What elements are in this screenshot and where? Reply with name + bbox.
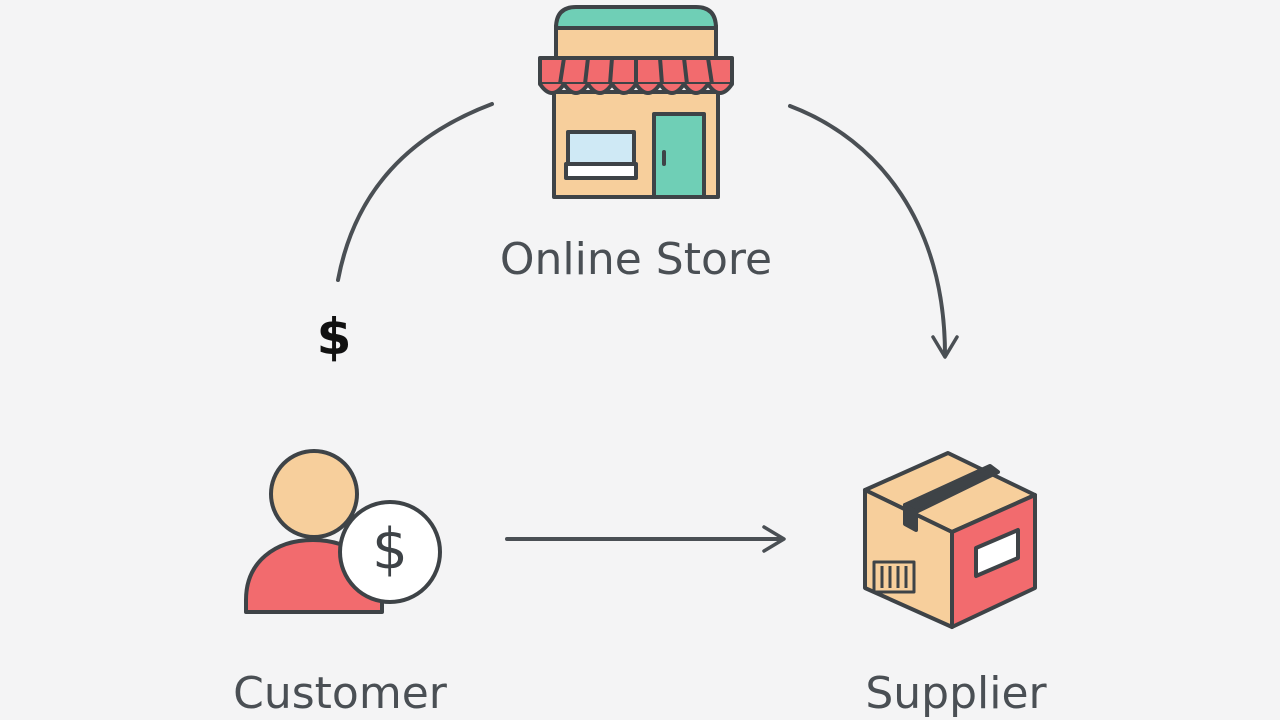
customer-with-dollar-icon	[244, 449, 442, 614]
edge-label-payment: $	[316, 308, 352, 366]
storefront-icon	[538, 5, 734, 199]
coin-dollar-glyph: $	[372, 517, 408, 582]
edge-store-to-supplier	[788, 104, 959, 359]
edge-customer-to-store	[336, 102, 494, 282]
package-box-icon	[863, 451, 1037, 629]
node-label-online-store: Online Store	[499, 234, 773, 285]
node-label-customer: Customer	[233, 668, 447, 719]
node-label-supplier: Supplier	[865, 668, 1047, 719]
